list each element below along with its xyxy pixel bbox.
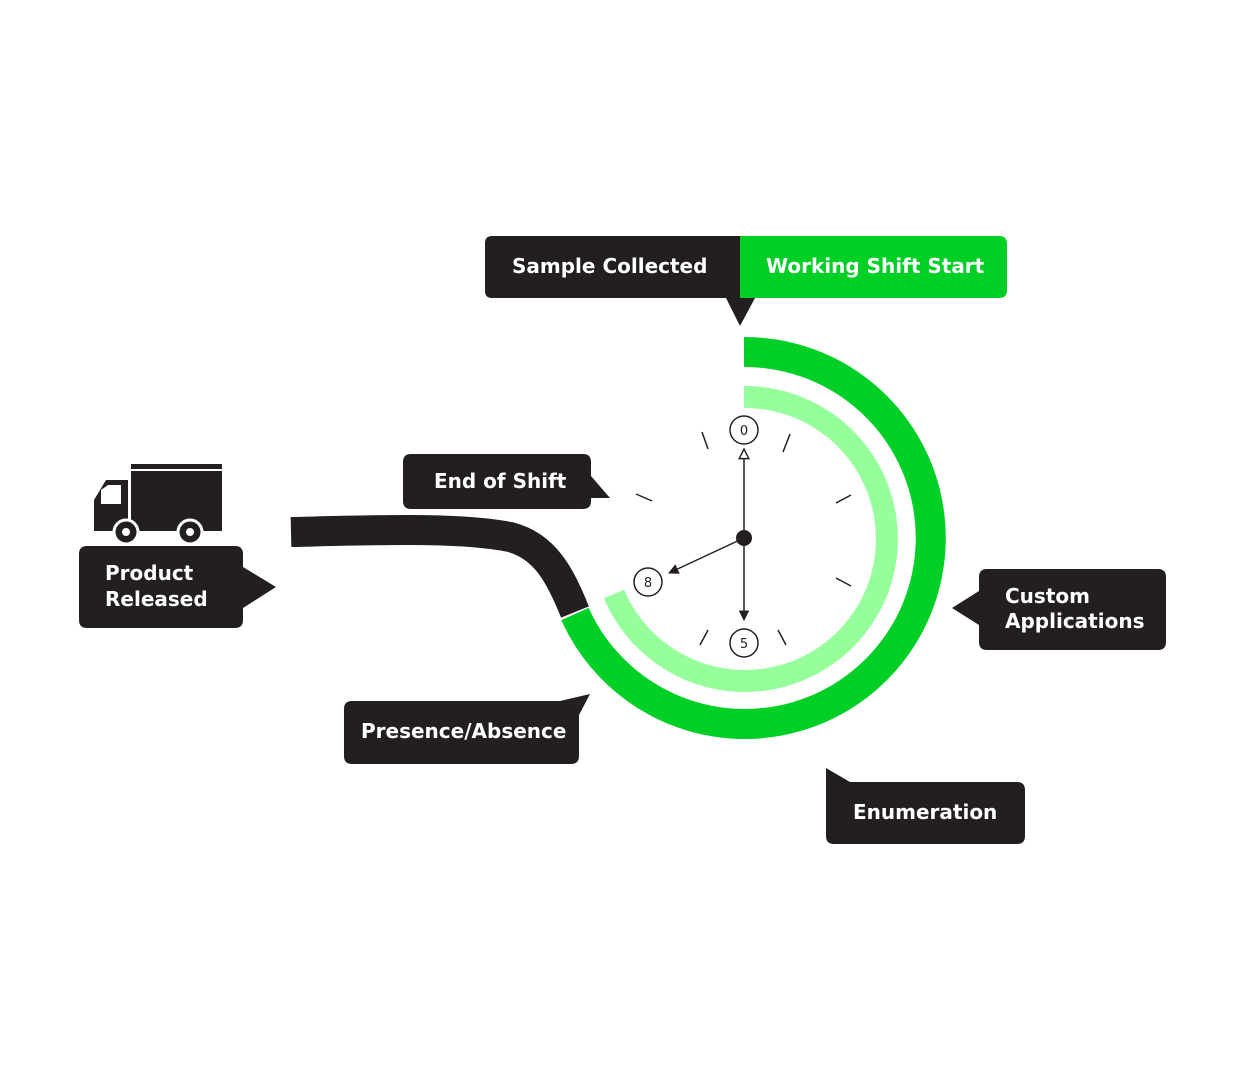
product-released-label-line2: Released [105,587,208,611]
hand-to-eight [668,537,745,574]
custom-applications-label-line1: Custom [1005,584,1090,608]
sample-collected-callout: Sample Collected [485,236,755,326]
enumeration-label: Enumeration [853,800,997,824]
marker-five: 5 [729,628,759,658]
end-of-shift-callout: End of Shift [403,454,610,509]
clock-hands [668,449,752,622]
svg-text:0: 0 [740,424,748,439]
sample-collected-label: Sample Collected [512,254,707,278]
svg-text:5: 5 [740,637,748,652]
product-released-label-line1: Product [105,561,194,585]
custom-applications-label-line2: Applications [1005,609,1144,633]
end-of-shift-label: End of Shift [434,469,567,493]
outer-green-arc [561,336,946,739]
enumeration-callout: Enumeration [826,768,1025,844]
working-shift-start-callout: Working Shift Start [740,236,1007,298]
truck-icon [94,464,222,546]
marker-zero: 0 [729,415,759,445]
working-shift-start-label: Working Shift Start [766,254,985,278]
svg-text:8: 8 [644,576,652,591]
presence-absence-callout: Presence/Absence [344,694,590,764]
presence-absence-label: Presence/Absence [361,719,566,743]
product-released-callout: Product Released [79,546,276,628]
custom-applications-callout: Custom Applications [952,569,1166,650]
marker-eight: 8 [633,567,663,597]
clock-center [736,530,752,546]
timeline-path [290,514,589,618]
inner-light-green-arc [603,385,898,692]
clock-ticks [635,431,852,646]
